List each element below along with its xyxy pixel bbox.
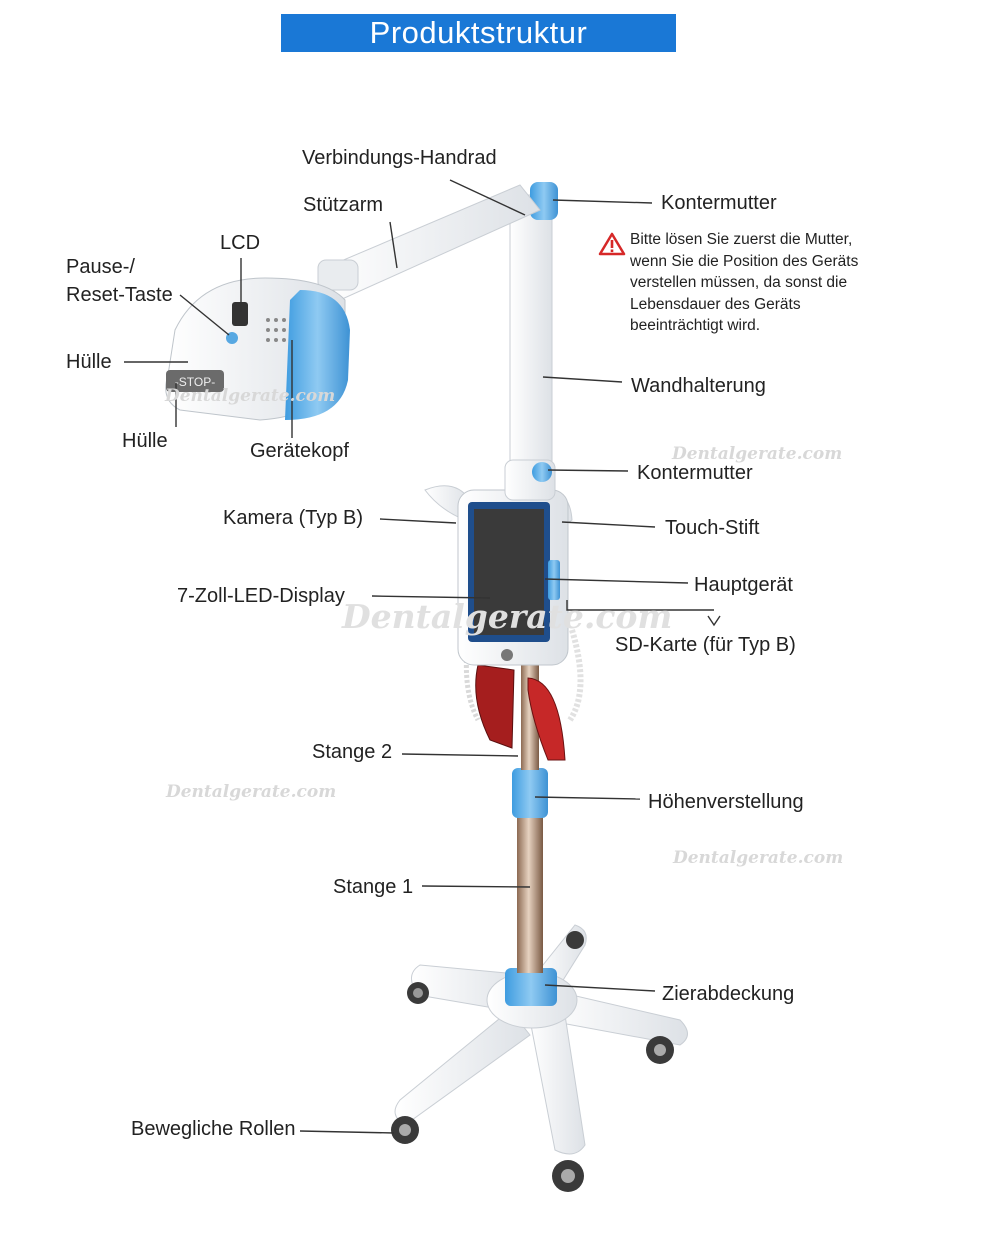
label-touch-stift: Touch-Stift <box>665 517 760 539</box>
label-pause-reset-1: Pause-/ <box>66 256 135 278</box>
label-kontermutter-top: Kontermutter <box>661 192 777 214</box>
warning-note: Bitte lösen Sie zuerst die Mutter, wenn … <box>630 229 900 337</box>
label-stuetzarm: Stützarm <box>303 194 384 216</box>
warning-line: beeinträchtigt wird. <box>630 317 761 334</box>
warning-line: Bitte lösen Sie zuerst die Mutter, <box>630 231 853 248</box>
watermark: Dentalgerate.com <box>166 782 337 802</box>
label-zierabdeckung: Zierabdeckung <box>662 983 795 1005</box>
castor-wheels <box>391 931 674 1192</box>
label-sd-karte: SD-Karte (für Typ B) <box>615 634 796 656</box>
label-lcd: LCD <box>220 232 261 254</box>
label-hauptgeraet: Hauptgerät <box>694 574 793 596</box>
label-huelle-2: Hülle <box>122 430 168 452</box>
decorative-cover <box>505 968 557 1006</box>
warning-line: Lebensdauer des Geräts <box>630 295 801 313</box>
label-rollen: Bewegliche Rollen <box>131 1118 296 1140</box>
watermark: Dentalgerate.com <box>673 848 844 868</box>
label-kontermutter-mid: Kontermutter <box>637 462 753 484</box>
main-unit <box>424 485 573 666</box>
watermark: Dentalgerate.com <box>342 597 673 636</box>
watermark: Dentalgerate.com <box>672 444 843 464</box>
label-hoehenverstellung: Höhenverstellung <box>648 791 804 813</box>
label-stange-2: Stange 2 <box>312 741 393 763</box>
head-screen-text: -STOP- <box>175 375 215 389</box>
label-pause-reset-2: Reset-Taste <box>66 284 173 306</box>
label-verbindungs-handrad: Verbindungs-Handrad <box>302 147 497 169</box>
wall-mount-column <box>504 182 558 501</box>
title-banner: Produktstruktur <box>281 14 676 52</box>
watermark: Dentalgerate.com <box>165 386 336 406</box>
label-kamera: Kamera (Typ B) <box>223 507 364 529</box>
warning-icon <box>598 232 626 256</box>
leader-lines <box>124 179 721 1134</box>
safety-goggles <box>475 664 566 761</box>
page-title: Produktstruktur <box>369 15 588 50</box>
warning-line: wenn Sie die Position des Geräts <box>630 252 859 270</box>
height-adjust-collar <box>512 768 548 818</box>
warning-line: verstellen müssen, da sonst die <box>630 274 848 291</box>
label-stange-1: Stange 1 <box>333 876 414 898</box>
device-head: -STOP- <box>165 277 350 421</box>
label-wandhalterung: Wandhalterung <box>631 375 766 397</box>
label-geraetekopf: Gerätekopf <box>250 440 349 462</box>
label-display: 7-Zoll-LED-Display <box>177 585 345 607</box>
pole-1 <box>517 815 543 973</box>
label-huelle-1: Hülle <box>66 351 112 373</box>
